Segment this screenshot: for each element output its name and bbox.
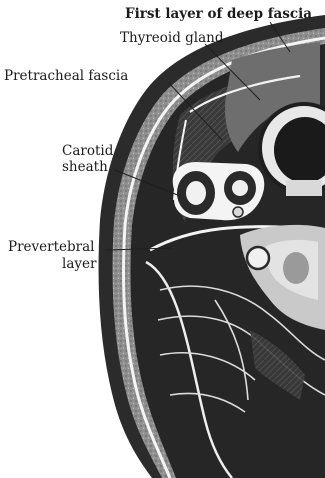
label-prevertebral-line1: Prevertebral — [8, 239, 94, 255]
label-carotid-line1: Carotid — [62, 143, 114, 159]
label-pretracheal: Pretracheal fascia — [4, 68, 128, 84]
label-carotid-line2: sheath — [62, 159, 108, 175]
label-first-layer: First layer of deep fascia — [125, 6, 312, 22]
label-thyroid: Thyreoid gland — [120, 30, 224, 46]
label-prevertebral-line2: layer — [62, 256, 97, 272]
